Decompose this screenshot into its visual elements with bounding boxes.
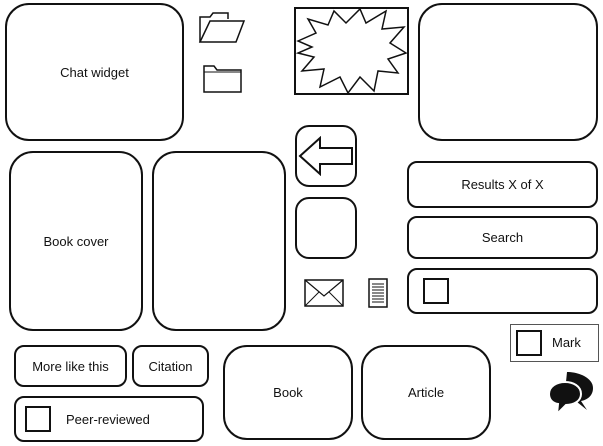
document-icon[interactable]	[368, 278, 388, 308]
thumbnail-box[interactable]	[295, 197, 357, 259]
image-placeholder	[294, 7, 409, 95]
speech-bubbles-icon[interactable]	[547, 370, 597, 416]
results-count: Results X of X	[407, 161, 598, 208]
peer-reviewed-label: Peer-reviewed	[66, 411, 150, 427]
book-cover[interactable]: Book cover	[9, 151, 143, 331]
book-cover-label: Book cover	[43, 233, 109, 249]
search-button[interactable]: Search	[407, 216, 598, 259]
mark-label: Mark	[552, 335, 581, 350]
format-book-button[interactable]: Book	[223, 345, 353, 440]
format-book-label: Book	[273, 385, 303, 400]
folder-open-icon[interactable]	[198, 12, 246, 44]
checkbox[interactable]	[423, 278, 449, 304]
panel-top-right	[418, 3, 598, 141]
image-burst-icon	[294, 7, 409, 95]
more-like-this-label: More like this	[32, 358, 109, 374]
chat-widget-label: Chat widget	[60, 64, 129, 80]
search-button-label: Search	[481, 230, 524, 245]
mark-checkbox[interactable]	[516, 330, 542, 356]
chat-widget[interactable]: Chat widget	[5, 3, 184, 141]
more-like-this-button[interactable]: More like this	[14, 345, 127, 387]
folder-icon[interactable]	[203, 64, 243, 94]
envelope-icon[interactable]	[304, 279, 344, 307]
peer-reviewed-checkbox[interactable]	[25, 406, 51, 432]
results-count-label: Results X of X	[461, 177, 544, 192]
citation-button[interactable]: Citation	[132, 345, 209, 387]
citation-label: Citation	[148, 358, 193, 374]
format-article-label: Article	[407, 385, 445, 400]
back-button[interactable]	[295, 125, 357, 187]
format-article-button[interactable]: Article	[361, 345, 491, 440]
cover-panel	[152, 151, 286, 331]
arrow-left-icon	[298, 136, 353, 176]
